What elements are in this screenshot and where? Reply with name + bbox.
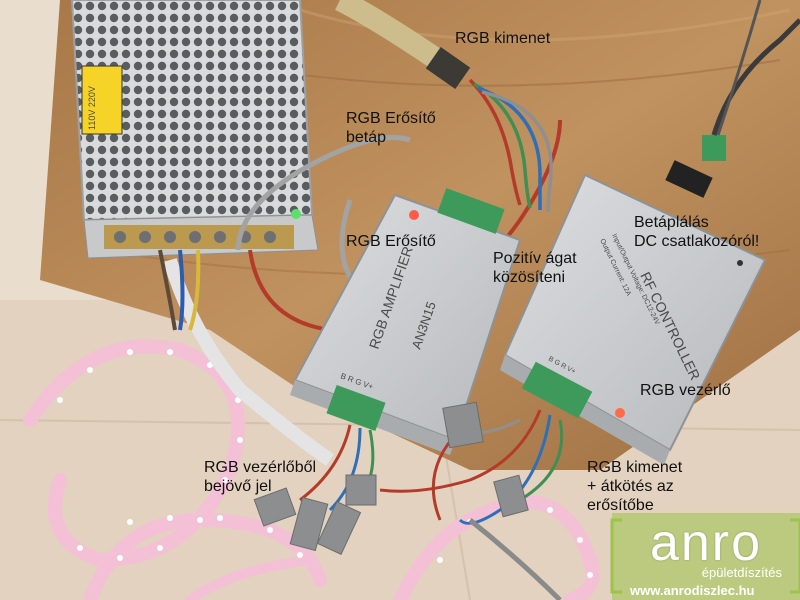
label-amp-power-line1: RGB Erősítő [346,110,436,127]
label-controller-signal-line1: RGB vezérlőből [204,459,317,476]
label-controller-text: RGB vezérlő [640,382,731,399]
label-controller-signal: RGB vezérlőből bejövő jel [204,458,316,496]
label-common-positive-line1: Pozitív ágat [493,250,577,267]
logo-frame [610,513,800,600]
label-rgb-output-text: RGB kimenet [455,30,551,47]
logo-tagline: épületdíszítés [701,565,782,580]
label-amp-power: RGB Erősítő betáp [346,109,436,147]
logo-brand: anro [649,514,763,572]
label-output-bridge-line1: RGB kimenet [587,459,683,476]
power-supply: 110V 220V [70,0,319,259]
label-dc-feed-line1: Betáplálás [634,214,709,231]
label-output-bridge: RGB kimenet + átkötés az erősítőbe [587,458,682,515]
amp-power-wire-grey [235,135,411,251]
label-amplifier: RGB Erősítő [346,232,436,251]
label-common-positive: Pozitív ágat közösíteni [493,249,577,287]
label-amp-power-line2: betáp [346,129,387,146]
label-controller: RGB vezérlő [640,381,731,400]
dc-cable [711,18,800,136]
anro-logo: anro épületdíszítés www.anrodiszlec.hu [612,513,800,600]
amp-led [409,210,419,220]
ctrl-led [615,408,625,418]
grey-cable [468,518,562,600]
ctrl-dc-terminal [702,135,726,161]
label-dc-feed-line2: DC csatlakozóról! [634,233,760,250]
psu-led [291,209,301,219]
logo-url: www.anrodiszlec.hu [630,583,755,598]
ctrl-output-terminal [521,361,593,419]
psu-warning-text: 110V 220V [87,86,97,130]
label-controller-signal-line2: bejövő jel [204,478,272,495]
label-output-bridge-line2: + átkötés az [587,478,674,495]
psu-warning-sticker [81,65,123,135]
label-rgb-output: RGB kimenet [455,29,550,48]
amp-input-terminal [326,385,386,431]
label-dc-feed: Betáplálás DC csatlakozóról! [634,213,759,251]
amp-output-terminal [437,188,505,234]
label-common-positive-line2: közösíteni [493,269,566,286]
wire-connectors [253,401,529,556]
rgb-amplifier: RGB AMPLIFIER AN3N15 B R G V+ [290,188,522,455]
ctrl-dc-jack [665,160,713,198]
rf-controller: RF CONTROLLER Input/Output Voltage: DC12… [500,0,800,465]
label-output-bridge-line3: erősítőbe [587,497,654,514]
label-amplifier-text: RGB Erősítő [346,233,436,250]
led-strip-dots [57,349,593,578]
